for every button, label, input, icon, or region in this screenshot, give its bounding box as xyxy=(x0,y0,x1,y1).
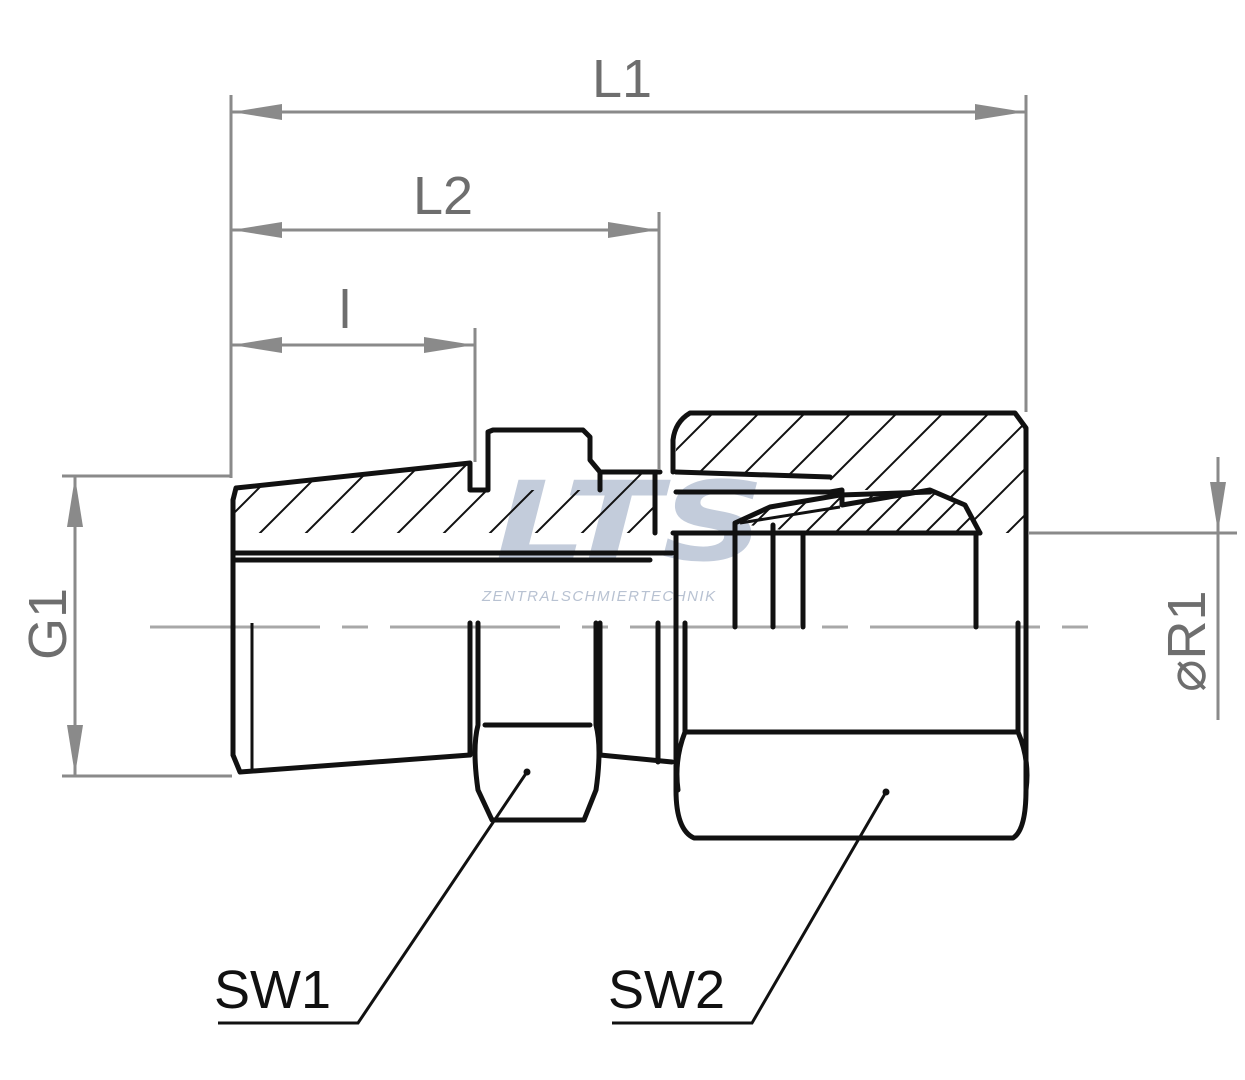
label-r1: ⌀R1 xyxy=(1157,590,1217,692)
hatch-line xyxy=(999,413,1026,533)
watermark: LTS ZENTRALSCHMIERTECHNIK xyxy=(481,458,765,605)
label-sw1: SW1 xyxy=(214,960,331,1020)
neck-bottom xyxy=(597,752,675,765)
arrow-g1-bottom xyxy=(67,725,83,775)
hatch-line xyxy=(977,492,980,533)
sw2-leader xyxy=(612,791,888,1025)
hatch-line xyxy=(233,463,277,533)
arrow-g1-top xyxy=(67,477,83,527)
nut-top-outline xyxy=(670,410,1029,841)
arrow-l2-left xyxy=(232,222,282,238)
arrow-l1-right xyxy=(975,104,1025,120)
hatch-line xyxy=(390,463,507,533)
hatch-line xyxy=(1092,410,1222,540)
hatch-line xyxy=(298,463,415,533)
arrow-l2-right xyxy=(608,222,658,238)
ring-inner-taper xyxy=(739,505,841,525)
sw1-leader xyxy=(218,771,529,1025)
hatch-line xyxy=(115,425,230,540)
label-sw2: SW2 xyxy=(608,960,725,1020)
label-l1: L1 xyxy=(592,49,652,109)
hatch-line xyxy=(574,463,655,533)
cutting-ring xyxy=(732,489,933,630)
nut-hex-left xyxy=(674,620,688,793)
arrow-l-right xyxy=(424,337,474,353)
callouts: SW1 SW2 xyxy=(214,768,890,1025)
hatch-line xyxy=(344,463,461,533)
hatch-line xyxy=(1138,410,1245,540)
union-nut xyxy=(670,410,1030,841)
label-l: l xyxy=(339,280,351,340)
hatch-line xyxy=(673,413,717,533)
nut-hex-right xyxy=(1015,620,1030,793)
watermark-subtitle: ZENTRALSCHMIERTECHNIK xyxy=(481,588,717,605)
arrow-l1-left xyxy=(232,104,282,120)
label-l2: L2 xyxy=(413,166,473,226)
arrow-r1 xyxy=(1210,482,1226,532)
hatch-line xyxy=(953,413,1026,533)
fitting-body xyxy=(230,427,675,823)
arrow-l-left xyxy=(232,337,282,353)
thread-taper-bottom xyxy=(230,752,473,775)
dimensions: L1 L2 l G1 ⌀R1 xyxy=(18,49,1237,778)
watermark-logo: LTS xyxy=(495,458,765,586)
hatch-line xyxy=(1046,410,1176,540)
label-g1: G1 xyxy=(18,588,78,660)
nut-bottom-step xyxy=(673,487,983,536)
ring-outline xyxy=(732,489,933,630)
nut-bore-line xyxy=(673,469,833,480)
hex1-outline xyxy=(472,620,602,823)
thread-taper-top xyxy=(230,427,603,503)
hatch-line xyxy=(620,463,655,533)
